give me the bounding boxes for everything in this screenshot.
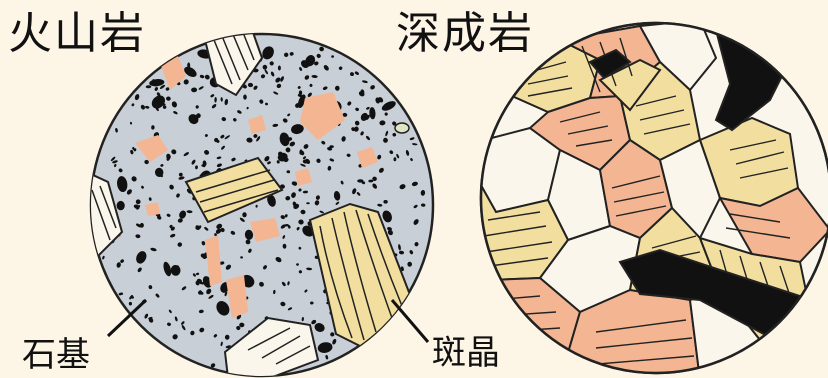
phenocryst-label: 斑晶 — [432, 336, 500, 370]
phenocryst-pointer-line — [392, 300, 428, 342]
speck — [331, 55, 334, 58]
volcanic-rock-circle — [78, 24, 433, 378]
speck — [242, 212, 246, 217]
small-mineral — [395, 123, 409, 133]
plutonic-rock-title: 深成岩 — [396, 12, 534, 56]
speck — [278, 66, 281, 71]
plutonic-rock-circle — [470, 20, 828, 378]
volcanic-rock-title: 火山岩 — [8, 12, 146, 56]
groundmass-label: 石基 — [22, 338, 90, 372]
